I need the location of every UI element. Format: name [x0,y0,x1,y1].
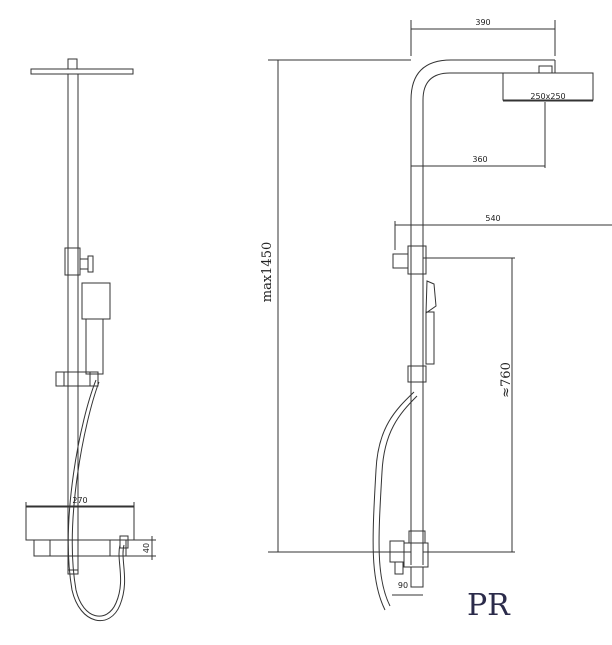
side-rain-head [30,68,134,75]
max-height-label: max1450 [260,242,275,303]
hand-shower-handle [425,311,435,365]
shower-arm-outer [410,59,555,565]
side-thermostat-body [25,505,135,541]
logo-letters: PR [467,588,511,623]
side-width-label: 270 [72,496,87,505]
bottom-offset-label: 90 [398,581,408,590]
side-view [25,58,156,622]
slide-bracket [407,365,427,383]
rain-head-connector [538,65,553,74]
slide-height-label: ≈760 [499,362,514,398]
side-thermostat-valve [33,539,127,557]
overall-reach-label: 540 [485,214,500,223]
side-hand-shower-handle [85,318,104,375]
side-main-pipe [67,73,79,575]
mixer-outlet [410,566,424,588]
shower-arm-inner [422,72,540,565]
arm-length-label: 390 [475,18,490,27]
side-head-connector [67,58,78,70]
arm-reach-label: 360 [472,155,487,164]
dimension-labels: 270 40 390 250x250 360 540 max1450 ≈760 … [72,18,565,590]
rain-head [502,72,594,101]
mixer-body [403,542,429,568]
head-size-label: 250x250 [530,92,565,101]
side-hand-shower-head [81,282,111,320]
brand-logo: PR [467,588,511,623]
side-height-label: 40 [142,543,151,553]
hose [372,391,415,611]
hand-shower-head [425,280,437,314]
diverter-knob [392,253,409,269]
side-diverter-knob [87,255,94,273]
front-view [268,20,612,611]
side-slide-bracket [55,371,99,387]
side-hose [67,379,126,622]
side-diverter-stem [79,258,89,270]
